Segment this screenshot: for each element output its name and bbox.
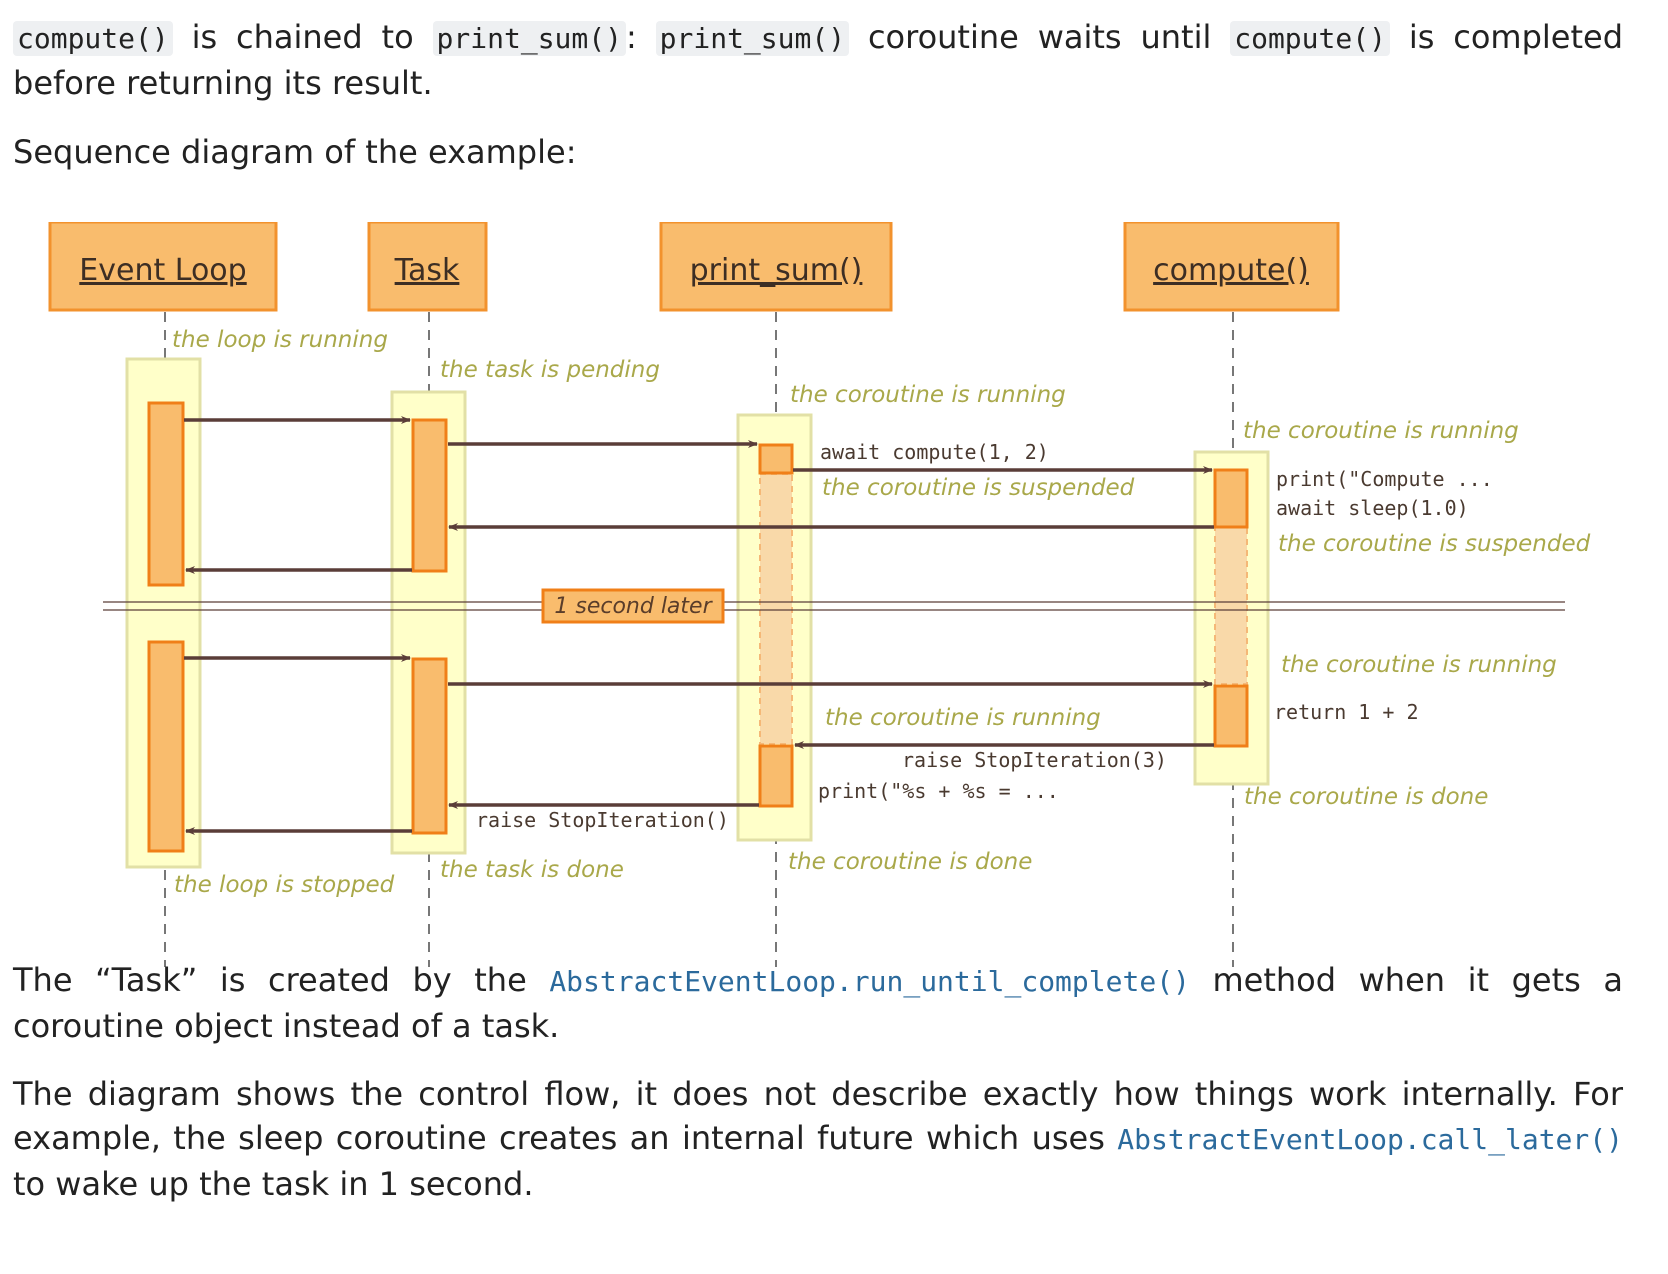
note-print-sum-running-2: the coroutine is running — [825, 705, 1101, 731]
code-print-sum-2: print_sum() — [655, 21, 850, 56]
note-print-sum-suspended: the coroutine is suspended — [822, 475, 1135, 501]
activation-task-1 — [411, 418, 448, 573]
lifelines — [164, 312, 1234, 967]
code-compute: compute() — [13, 21, 173, 56]
para3-text-1: The diagram shows the control flow, it d… — [13, 1075, 1623, 1157]
activation-print-sum-1 — [758, 443, 794, 475]
participant-task: Task — [367, 222, 488, 312]
msg-print-result: print("%s + %s = ... — [818, 779, 1059, 803]
intro-text-1: is chained to — [172, 18, 433, 56]
note-compute-done: the coroutine is done — [1244, 784, 1488, 810]
participant-event-loop: Event Loop — [48, 222, 278, 312]
intro-text-2: : — [625, 18, 656, 56]
note-compute-running-2: the coroutine is running — [1281, 652, 1557, 678]
note-loop-stopped: the loop is stopped — [174, 872, 395, 898]
msg-raise-stop: raise StopIteration() — [476, 808, 729, 832]
time-separator: 1 second later — [103, 588, 1565, 624]
participant-label: Task — [394, 253, 460, 288]
sequence-label: Sequence diagram of the example: — [13, 133, 577, 171]
task-paragraph: The “Task” is created by the AbstractEve… — [13, 958, 1623, 1048]
activation-loop-1 — [147, 401, 185, 587]
code-compute-2: compute() — [1230, 21, 1390, 56]
msg-await-compute: await compute(1, 2) — [820, 440, 1049, 464]
note-loop-running: the loop is running — [172, 327, 388, 353]
activation-compute-2 — [1213, 684, 1249, 748]
intro-text-3: coroutine waits until — [849, 18, 1231, 56]
run-until-complete-link[interactable]: AbstractEventLoop.run_until_complete() — [549, 965, 1190, 998]
para2-text-1: The “Task” is created by the — [13, 961, 550, 999]
call-later-link[interactable]: AbstractEventLoop.call_later() — [1117, 1123, 1623, 1156]
sequence-diagram: Event Loop Task print_sum() compute() — [48, 222, 1591, 967]
note-print-sum-done: the coroutine is done — [788, 849, 1032, 875]
activation-task-2 — [411, 657, 448, 835]
diagram-note-paragraph: The diagram shows the control flow, it d… — [13, 1072, 1623, 1206]
msg-print-compute: print("Compute ... — [1276, 467, 1493, 491]
participant-label: print_sum() — [690, 253, 863, 288]
note-task-done: the task is done — [440, 857, 624, 883]
participant-label: Event Loop — [79, 253, 246, 288]
msg-raise-stop-3: raise StopIteration(3) — [902, 748, 1167, 772]
note-print-sum-running: the coroutine is running — [790, 382, 1066, 408]
para3-text-2: to wake up the task in 1 second. — [13, 1165, 534, 1203]
note-compute-running: the coroutine is running — [1243, 418, 1519, 444]
note-task-pending: the task is pending — [440, 357, 660, 383]
participant-label: compute() — [1153, 253, 1309, 288]
intro-text-4: is completed before returning its result… — [13, 18, 1624, 102]
intro-paragraph: compute() is chained to print_sum(): pri… — [13, 15, 1623, 105]
suspended-compute — [1214, 526, 1248, 685]
msg-return-sum: return 1 + 2 — [1274, 700, 1419, 724]
code-print-sum: print_sum() — [432, 21, 626, 56]
participant-compute: compute() — [1123, 222, 1340, 312]
separator-label: 1 second later — [554, 594, 713, 619]
activation-print-sum-2 — [758, 744, 794, 808]
note-compute-suspended: the coroutine is suspended — [1278, 531, 1591, 557]
activation-loop-2 — [147, 640, 185, 853]
participant-print-sum: print_sum() — [659, 222, 893, 312]
msg-await-sleep: await sleep(1.0) — [1276, 496, 1469, 520]
para2-text-2: method when it gets a coroutine object i… — [13, 961, 1623, 1045]
activation-compute-1 — [1213, 468, 1249, 529]
suspended-print-sum — [759, 473, 793, 745]
